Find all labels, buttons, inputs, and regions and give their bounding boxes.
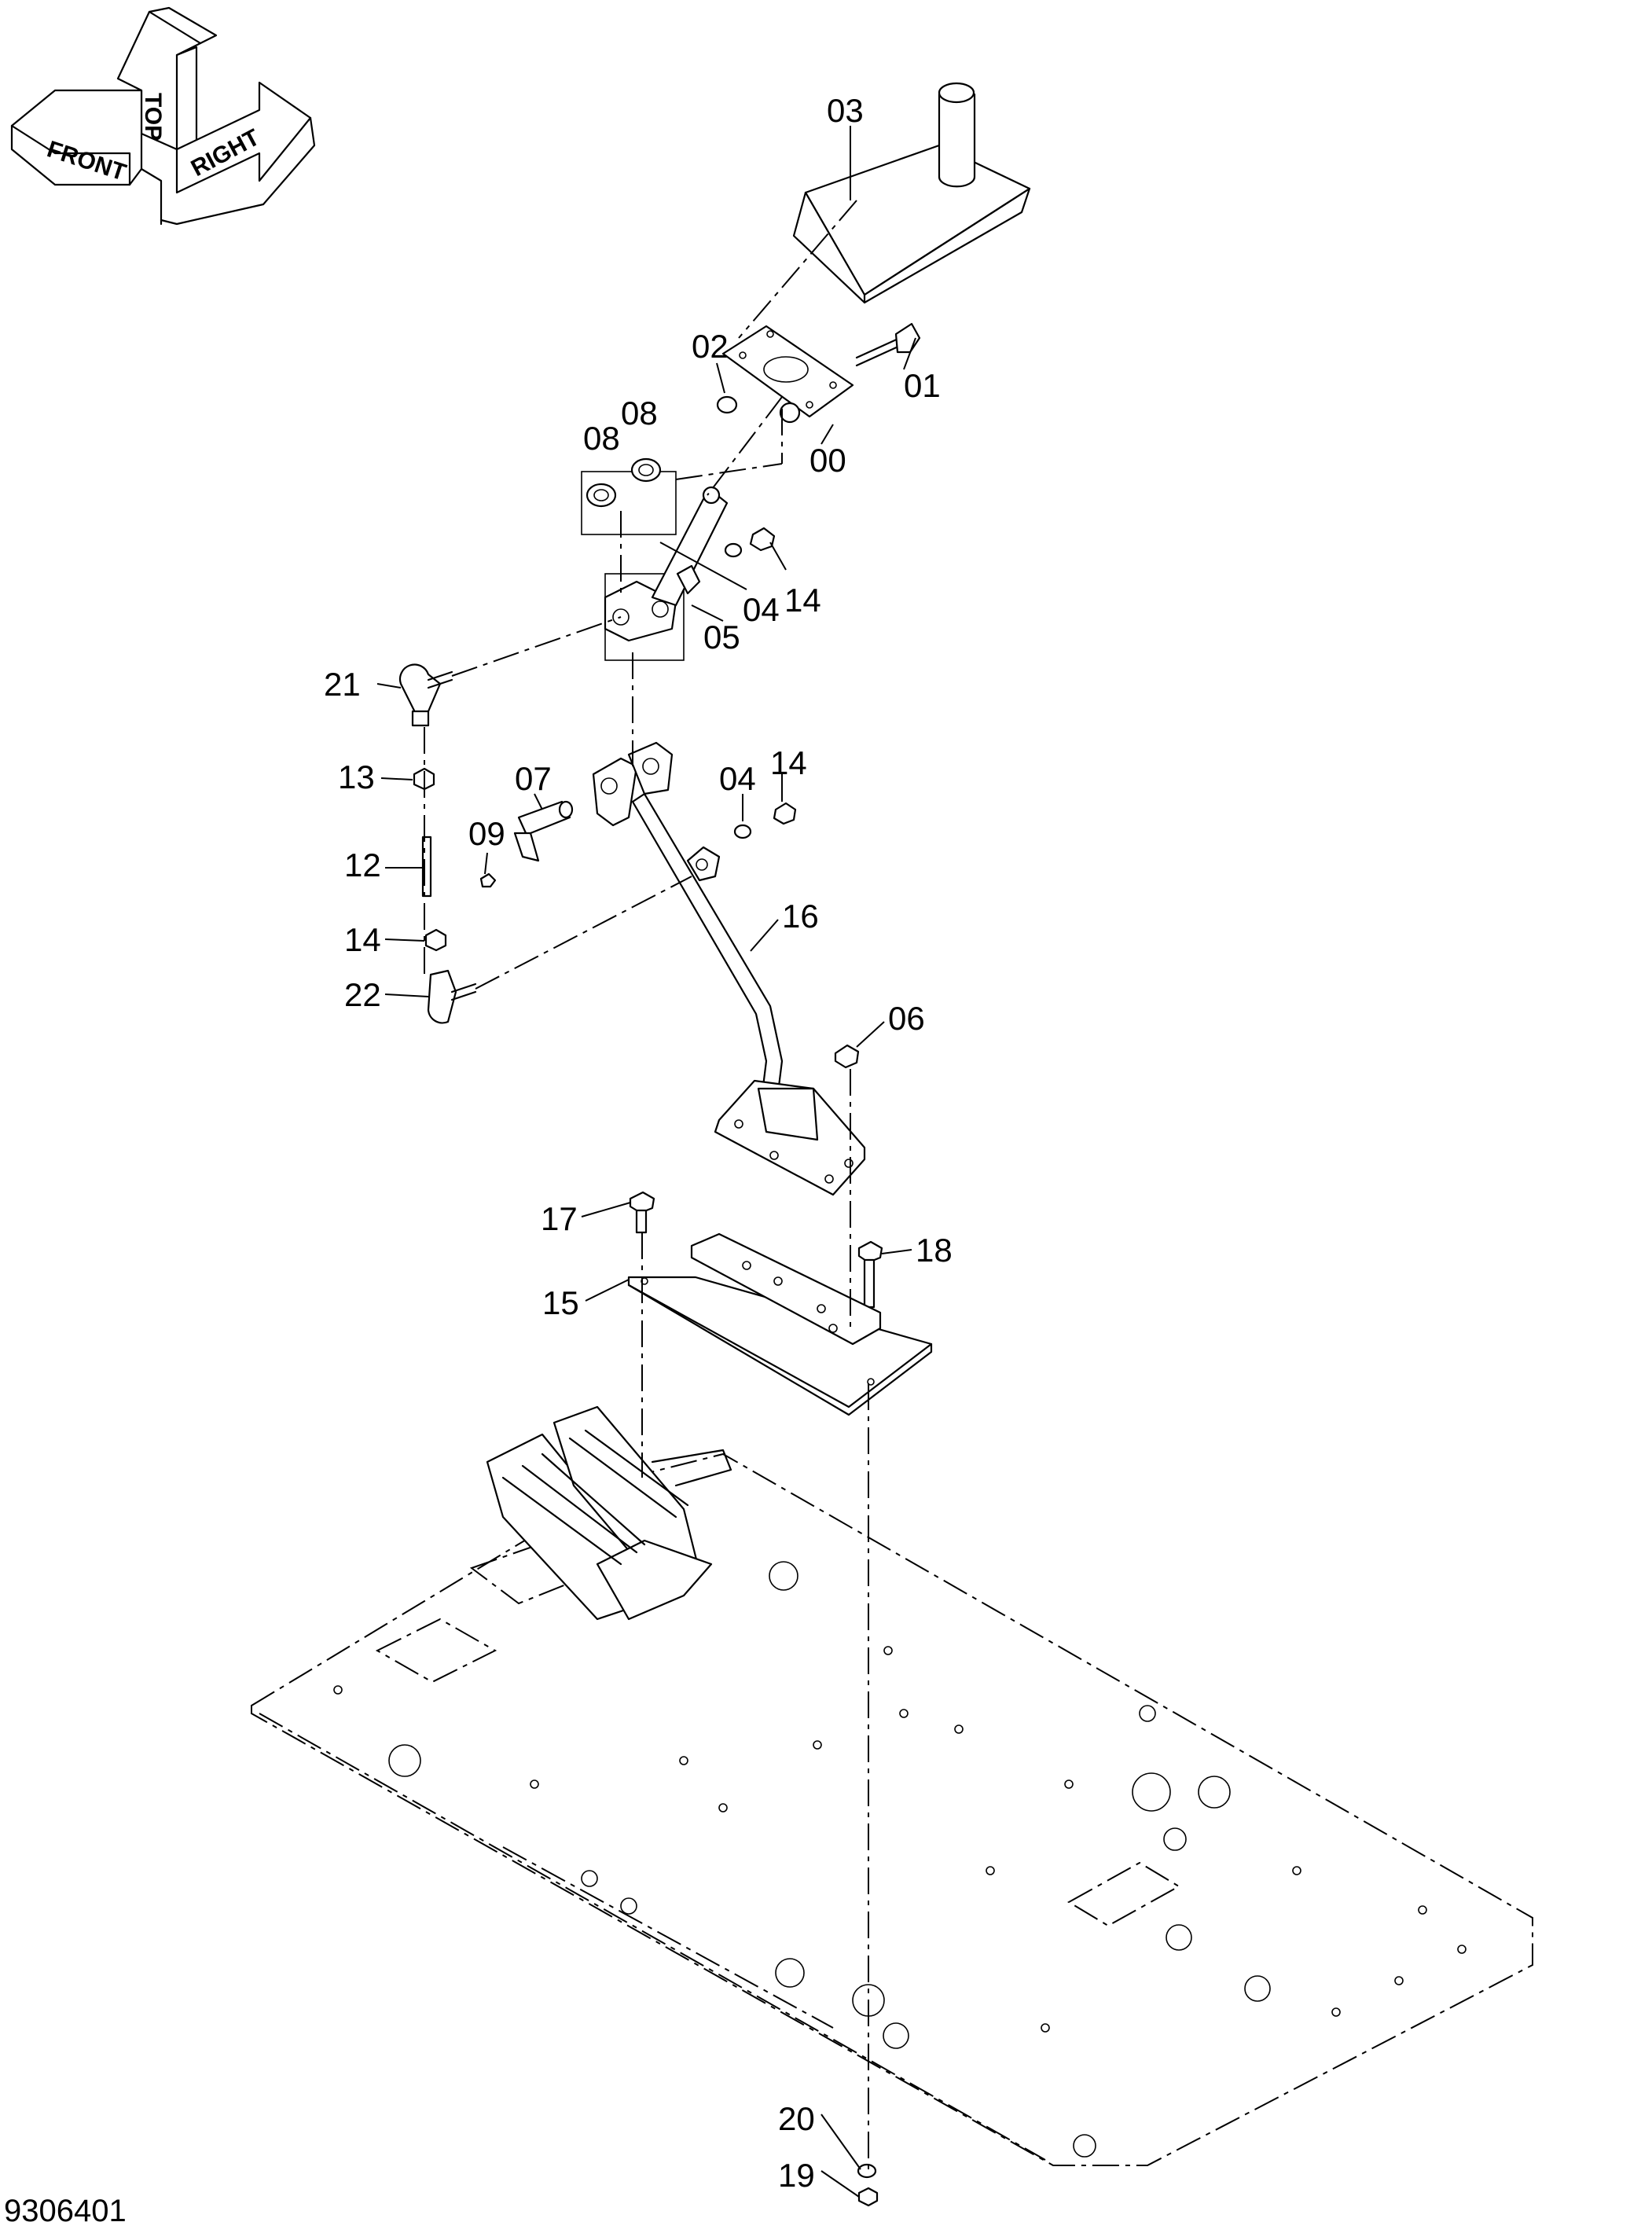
bolt-part-18 [857, 1240, 883, 1309]
callout-19: 19 [778, 2157, 815, 2194]
callout-07: 07 [515, 760, 552, 797]
callout-16: 16 [782, 898, 819, 935]
lever-boot-part-03 [792, 82, 1031, 304]
callout-22: 22 [344, 976, 381, 1013]
callout-04-upper: 04 [743, 591, 780, 628]
callout-14-lower: 14 [770, 744, 807, 781]
assembly-centerlines [424, 200, 869, 2169]
callout-08-left: 08 [583, 420, 620, 457]
clip-part-09 [479, 872, 497, 888]
pin-part-07 [513, 800, 574, 862]
callout-02: 02 [692, 328, 729, 365]
callout-00: 00 [809, 442, 846, 479]
washer-part-04-lower [733, 824, 752, 839]
nut-part-19 [857, 2187, 879, 2207]
rod-end-part-21 [398, 663, 453, 727]
callout-15: 15 [542, 1284, 579, 1321]
nut-part-02 [716, 395, 738, 414]
top-label: TOP [140, 93, 166, 141]
cab-floor-plate [251, 1453, 1533, 2166]
lever-part-16 [592, 741, 866, 1196]
drawing-number: 9306401 [4, 2194, 127, 2228]
callout-13: 13 [338, 758, 375, 795]
washer-part-04-upper [724, 542, 743, 558]
callout-14-upper: 14 [784, 582, 821, 619]
callout-12: 12 [344, 847, 381, 883]
callout-labels: 03 02 01 00 08 08 04 14 05 21 13 07 04 1… [324, 92, 953, 2194]
callout-08-right: 08 [621, 395, 658, 432]
callout-01: 01 [904, 367, 941, 404]
orientation-indicator: FRONT TOP RIGHT [10, 6, 316, 226]
callout-09: 09 [468, 815, 505, 852]
nut-part-14-middle [773, 802, 797, 825]
callout-21: 21 [324, 666, 361, 703]
callout-20: 20 [778, 2100, 815, 2137]
callout-05: 05 [703, 619, 740, 656]
callout-03: 03 [827, 92, 864, 129]
bolt-part-06 [834, 1044, 860, 1069]
nut-part-14-upper [749, 527, 776, 552]
callout-14-bottom: 14 [344, 921, 381, 958]
nut-part-14-lower [424, 928, 447, 952]
callout-17: 17 [541, 1200, 578, 1237]
bolt-part-17 [629, 1191, 655, 1234]
screw-part-01 [855, 322, 921, 367]
callout-18: 18 [916, 1232, 953, 1269]
floor-plate-part-15 [627, 1232, 933, 1416]
lever-bracket-part-05 [604, 486, 729, 661]
callout-06: 06 [888, 1000, 925, 1037]
washer-part-20 [857, 2163, 877, 2179]
mounting-plate-part-00 [721, 325, 854, 424]
rod-end-part-22 [427, 969, 477, 1024]
floor-pedals [486, 1405, 732, 1621]
bushing-pair-part-08 [581, 457, 677, 535]
callout-04-lower: 04 [719, 760, 756, 797]
leader-lines [376, 126, 916, 2198]
